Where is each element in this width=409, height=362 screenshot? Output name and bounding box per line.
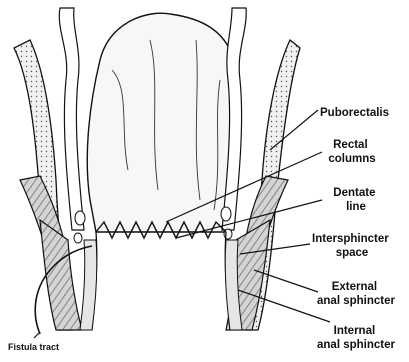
label-intersphincter-space: Intersphincter space [312, 233, 392, 259]
label-internal-anal-sphincter: Internal anal sphincter [317, 325, 395, 351]
label-dentate-line: Dentate line [333, 187, 378, 213]
anal-gland-left [75, 211, 85, 225]
internal-sphincter-left [80, 240, 97, 330]
anal-gland-right [221, 207, 231, 221]
label-fistula-tract: Fistula tract [8, 342, 59, 352]
rectal-wall-left [59, 8, 84, 230]
label-puborectalis: Puborectalis [320, 107, 389, 119]
label-rectal-columns: Rectal columns [328, 139, 375, 165]
leader-fistula-tract [34, 332, 40, 338]
label-external-anal-sphincter: External anal sphincter [317, 281, 395, 307]
anal-gland-left [74, 233, 82, 243]
